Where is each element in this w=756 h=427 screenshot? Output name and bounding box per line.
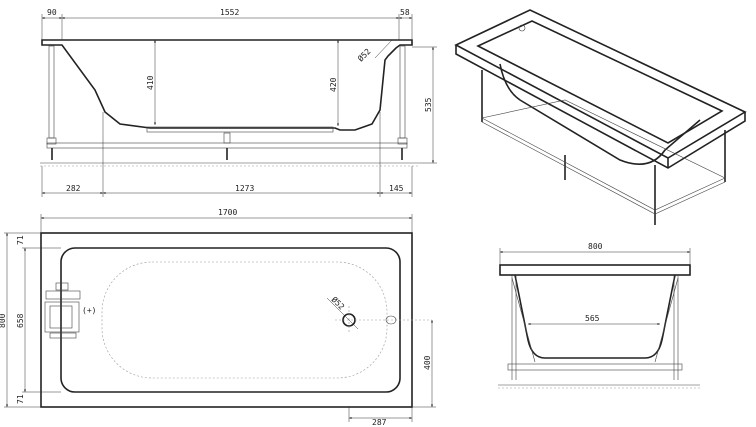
front-rim	[499, 264, 691, 276]
front-view: 800 565	[498, 242, 700, 389]
dim-height: 535	[424, 97, 433, 112]
dim-overflow-diameter: Ø52	[355, 46, 372, 63]
dim-right-rim: 58	[400, 8, 410, 17]
tub-profile	[41, 39, 413, 131]
dim-inner-length: 1552	[220, 8, 239, 17]
bottom-panel	[146, 126, 334, 133]
dim-bottom-width: 565	[585, 314, 600, 323]
dim-left-offset: 282	[66, 184, 81, 193]
dim-rim-top: 71	[16, 235, 25, 245]
dim-bottom-length: 1273	[235, 184, 254, 193]
isometric-view	[454, 9, 747, 225]
dim-left-rim: 90	[47, 8, 57, 17]
front-frame-bar	[507, 363, 683, 371]
left-leg	[48, 45, 55, 139]
dim-rim-bottom: 71	[16, 394, 25, 404]
plus-mark: (+)	[82, 306, 96, 315]
top-view: (+) Ø52 1700 800 658 71 71 400 287	[0, 208, 436, 427]
front-basin	[514, 274, 676, 359]
dim-depth-right: 420	[329, 77, 338, 92]
dim-depth-left: 410	[146, 75, 155, 90]
siphon-icon	[44, 282, 81, 339]
dim-drain-diameter: Ø52	[330, 294, 347, 311]
iso-rim	[454, 9, 747, 159]
side-view: 90 1552 58 410 420 Ø52 535 282 1273 145	[40, 8, 437, 197]
iso-frame	[481, 70, 726, 225]
right-leg	[399, 45, 406, 139]
dim-width: 800	[0, 313, 7, 328]
dim-length: 1700	[218, 208, 237, 217]
dim-inner-width: 658	[16, 313, 25, 328]
dim-drain-offset: 287	[372, 418, 387, 427]
dim-drain-height: 400	[423, 355, 432, 370]
dim-right-offset: 145	[389, 184, 404, 193]
tub-floor-outline	[101, 261, 388, 379]
dim-front-width: 800	[588, 242, 603, 251]
iso-basin-rim	[476, 20, 724, 144]
overflow-icon	[385, 315, 397, 325]
frame-bar	[46, 142, 408, 149]
